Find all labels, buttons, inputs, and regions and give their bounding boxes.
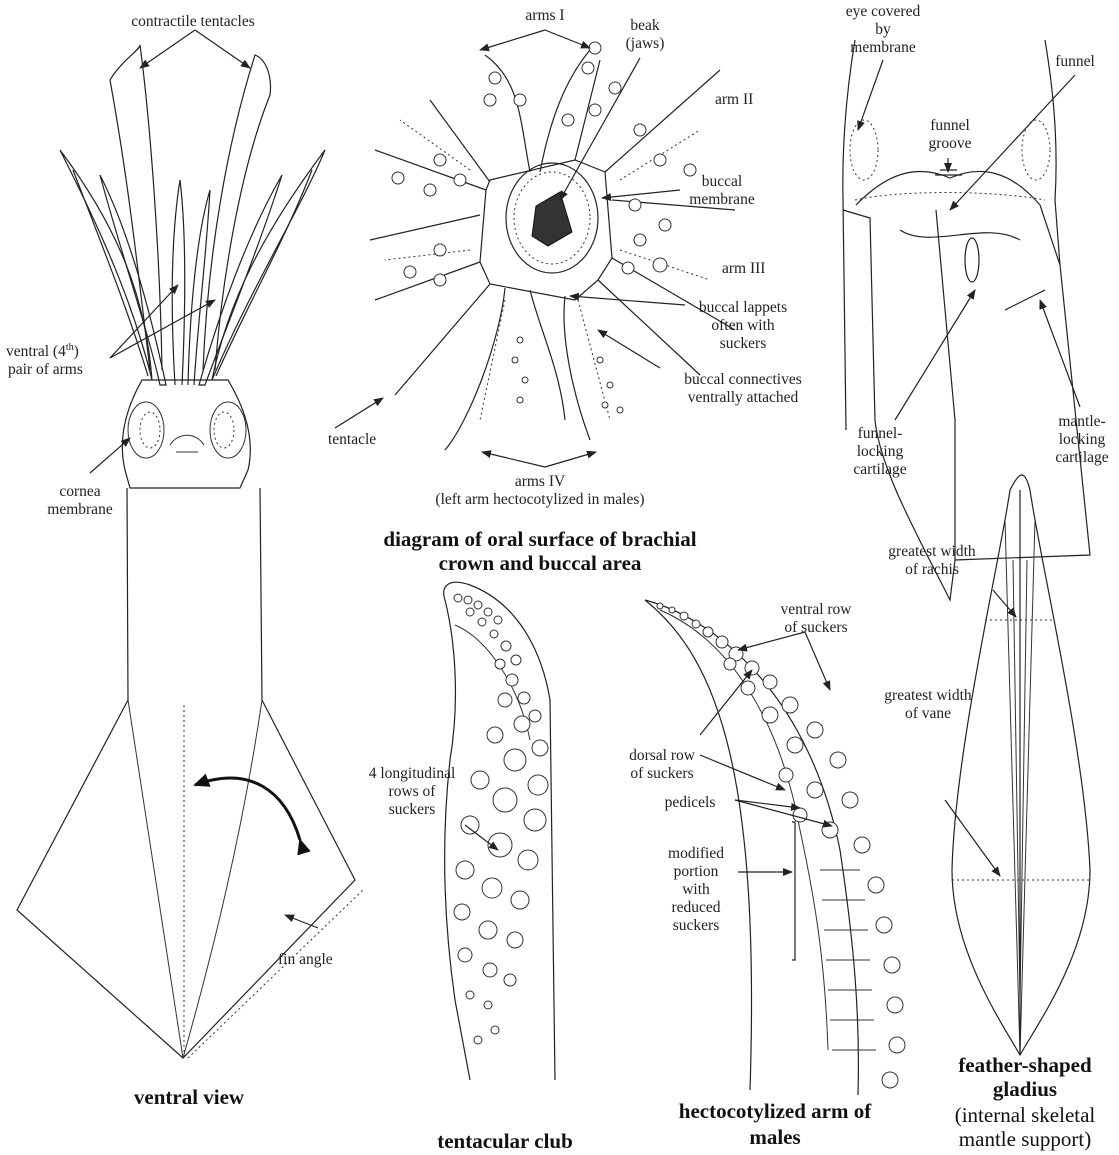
label-cornea-line2: membrane xyxy=(47,501,113,518)
oral-surface-leaders xyxy=(335,30,685,467)
label-ventral-arms: ventral (4th) xyxy=(6,342,79,360)
oral-surface-drawing xyxy=(370,42,735,450)
label-buccal-lappets: buccal lappets xyxy=(699,299,787,316)
label-fin-angle: fin angle xyxy=(278,951,333,968)
label-funnel: funnel xyxy=(1055,53,1095,70)
label-rachis-width: greatest width xyxy=(888,543,976,560)
label-buccal-membrane-line2: membrane xyxy=(689,191,755,208)
label-modified-line5: suckers xyxy=(673,917,720,934)
label-modified-line4: reduced xyxy=(671,899,720,916)
label-vane-width-line2: of vane xyxy=(905,705,951,722)
label-funnel-locking-line2: locking xyxy=(857,443,904,460)
label-eye-line2: by xyxy=(875,21,891,38)
label-ventral-row: ventral row xyxy=(780,601,852,618)
label-longitudinal-rows-line3: suckers xyxy=(389,801,436,818)
label-buccal-lappets-line2: often with xyxy=(711,317,775,334)
label-dorsal-row: dorsal row xyxy=(629,747,696,764)
caption-oral-surface: diagram of oral surface of brachial xyxy=(383,527,696,551)
label-rachis-width-line2: of rachis xyxy=(905,561,959,578)
hectocotylized-arm-leaders xyxy=(700,632,832,872)
label-modified-line3: with xyxy=(682,881,710,898)
label-arms-IV-note: (left arm hectocotylized in males) xyxy=(435,491,644,508)
caption-oral-surface-line2: crown and buccal area xyxy=(439,551,642,575)
label-mantle-locking: mantle- xyxy=(1058,413,1105,430)
label-buccal-lappets-line3: suckers xyxy=(720,335,767,352)
caption-hectocotylized-arm-line2: males xyxy=(749,1125,800,1149)
label-funnel-groove-line2: groove xyxy=(928,135,971,152)
label-pedicels: pedicels xyxy=(665,794,716,811)
caption-gladius-line2: gladius xyxy=(993,1077,1057,1101)
label-tentacle: tentacle xyxy=(328,431,376,448)
caption-hectocotylized-arm: hectocotylized arm of xyxy=(679,1099,872,1123)
label-arms-IV: arms IV xyxy=(515,473,566,490)
label-contractile-tentacles: contractile tentacles xyxy=(131,13,255,30)
label-longitudinal-rows: 4 longitudinal xyxy=(369,765,456,782)
label-eye-line3: membrane xyxy=(850,39,916,56)
label-funnel-groove: funnel xyxy=(930,117,970,134)
label-eye: eye covered xyxy=(846,3,921,20)
label-ventral-row-line2: of suckers xyxy=(784,619,847,636)
label-ventral-arms-line2: pair of arms xyxy=(8,361,83,378)
label-mantle-locking-line2: locking xyxy=(1059,431,1106,448)
tentacular-club-drawing xyxy=(444,582,555,1080)
label-dorsal-row-line2: of suckers xyxy=(630,765,693,782)
caption-gladius-note: (internal skeletal xyxy=(955,1103,1096,1127)
label-modified-line2: portion xyxy=(674,863,719,880)
label-modified: modified xyxy=(668,845,724,862)
label-arms-I: arms I xyxy=(525,7,564,24)
label-buccal-membrane: buccal xyxy=(702,173,742,190)
label-beak-line2: (jaws) xyxy=(626,35,665,52)
label-funnel-locking-line3: cartilage xyxy=(853,461,906,478)
label-arm-III: arm III xyxy=(722,260,765,277)
label-longitudinal-rows-line2: rows of xyxy=(389,783,437,800)
caption-gladius-note-line2: mantle support) xyxy=(959,1127,1091,1151)
label-buccal-connectives-line2: ventrally attached xyxy=(688,389,799,406)
gladius-drawing xyxy=(952,475,1090,1055)
label-funnel-locking: funnel- xyxy=(858,425,903,442)
label-arm-II: arm II xyxy=(715,91,753,108)
ventral-view-drawing xyxy=(17,45,363,1058)
caption-tentacular-club: tentacular club xyxy=(437,1129,573,1153)
label-beak: beak xyxy=(630,17,660,34)
label-mantle-locking-line3: cartilage xyxy=(1055,449,1108,466)
caption-gladius: feather-shaped xyxy=(958,1053,1092,1077)
gladius-leaders xyxy=(945,590,1016,876)
label-cornea: cornea xyxy=(59,483,100,500)
label-vane-width: greatest width xyxy=(884,687,972,704)
club-suckers xyxy=(454,594,548,1044)
label-buccal-connectives: buccal connectives xyxy=(684,371,801,388)
caption-ventral-view: ventral view xyxy=(134,1085,245,1109)
